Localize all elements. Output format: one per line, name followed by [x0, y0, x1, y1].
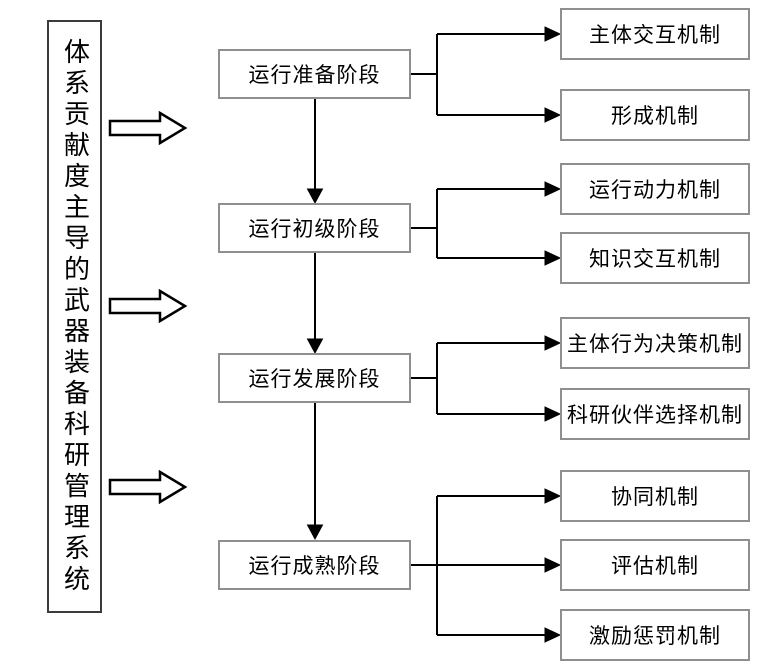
system-panel-label: 体系贡献度主导的武器装备科研管理系统: [60, 37, 90, 596]
mechanism-label: 评估机制: [611, 554, 699, 578]
system-panel: 体系贡献度主导的武器装备科研管理系统: [47, 20, 102, 613]
mechanism-label: 协同机制: [611, 485, 699, 509]
hollow-arrow-icon: [108, 110, 188, 146]
mechanism-box-evaluation: 评估机制: [560, 539, 750, 591]
branch-stage4: [411, 488, 562, 643]
mechanism-box-operation-power: 运行动力机制: [560, 163, 750, 215]
mechanism-box-knowledge-interaction: 知识交互机制: [560, 232, 750, 284]
mechanism-box-behavior-decision: 主体行为决策机制: [560, 317, 750, 369]
mechanism-label: 主体交互机制: [589, 23, 721, 47]
flow-arrow-stage1-to-stage2: [306, 99, 324, 205]
stage-box-development: 运行发展阶段: [218, 353, 411, 403]
mechanism-label: 激励惩罚机制: [589, 624, 721, 648]
stage-box-preparation: 运行准备阶段: [218, 49, 411, 99]
stage-label: 运行成熟阶段: [248, 554, 381, 578]
mechanism-box-subject-interaction: 主体交互机制: [560, 8, 750, 60]
mechanism-box-partner-selection: 科研伙伴选择机制: [560, 388, 750, 440]
mechanism-label: 主体行为决策机制: [567, 332, 743, 356]
stage-label: 运行初级阶段: [248, 217, 381, 241]
mechanism-label: 运行动力机制: [589, 178, 721, 202]
hollow-arrow-icon: [108, 288, 188, 324]
flow-arrow-stage2-to-stage3: [306, 253, 324, 355]
mechanism-label: 知识交互机制: [589, 247, 721, 271]
mechanism-box-incentive-punishment: 激励惩罚机制: [560, 609, 750, 661]
flow-arrow-stage3-to-stage4: [306, 403, 324, 541]
mechanism-label: 形成机制: [611, 104, 699, 128]
mechanism-box-formation: 形成机制: [560, 89, 750, 141]
branch-stage1: [411, 26, 562, 123]
stage-label: 运行准备阶段: [248, 63, 381, 87]
branch-stage2: [411, 181, 562, 266]
mechanism-label: 科研伙伴选择机制: [567, 403, 743, 427]
stage-box-primary: 运行初级阶段: [218, 203, 411, 253]
stage-box-maturity: 运行成熟阶段: [218, 540, 411, 590]
mechanism-box-collaboration: 协同机制: [560, 470, 750, 522]
branch-stage3: [411, 335, 562, 422]
hollow-arrow-icon: [108, 469, 188, 505]
stage-label: 运行发展阶段: [248, 367, 381, 391]
